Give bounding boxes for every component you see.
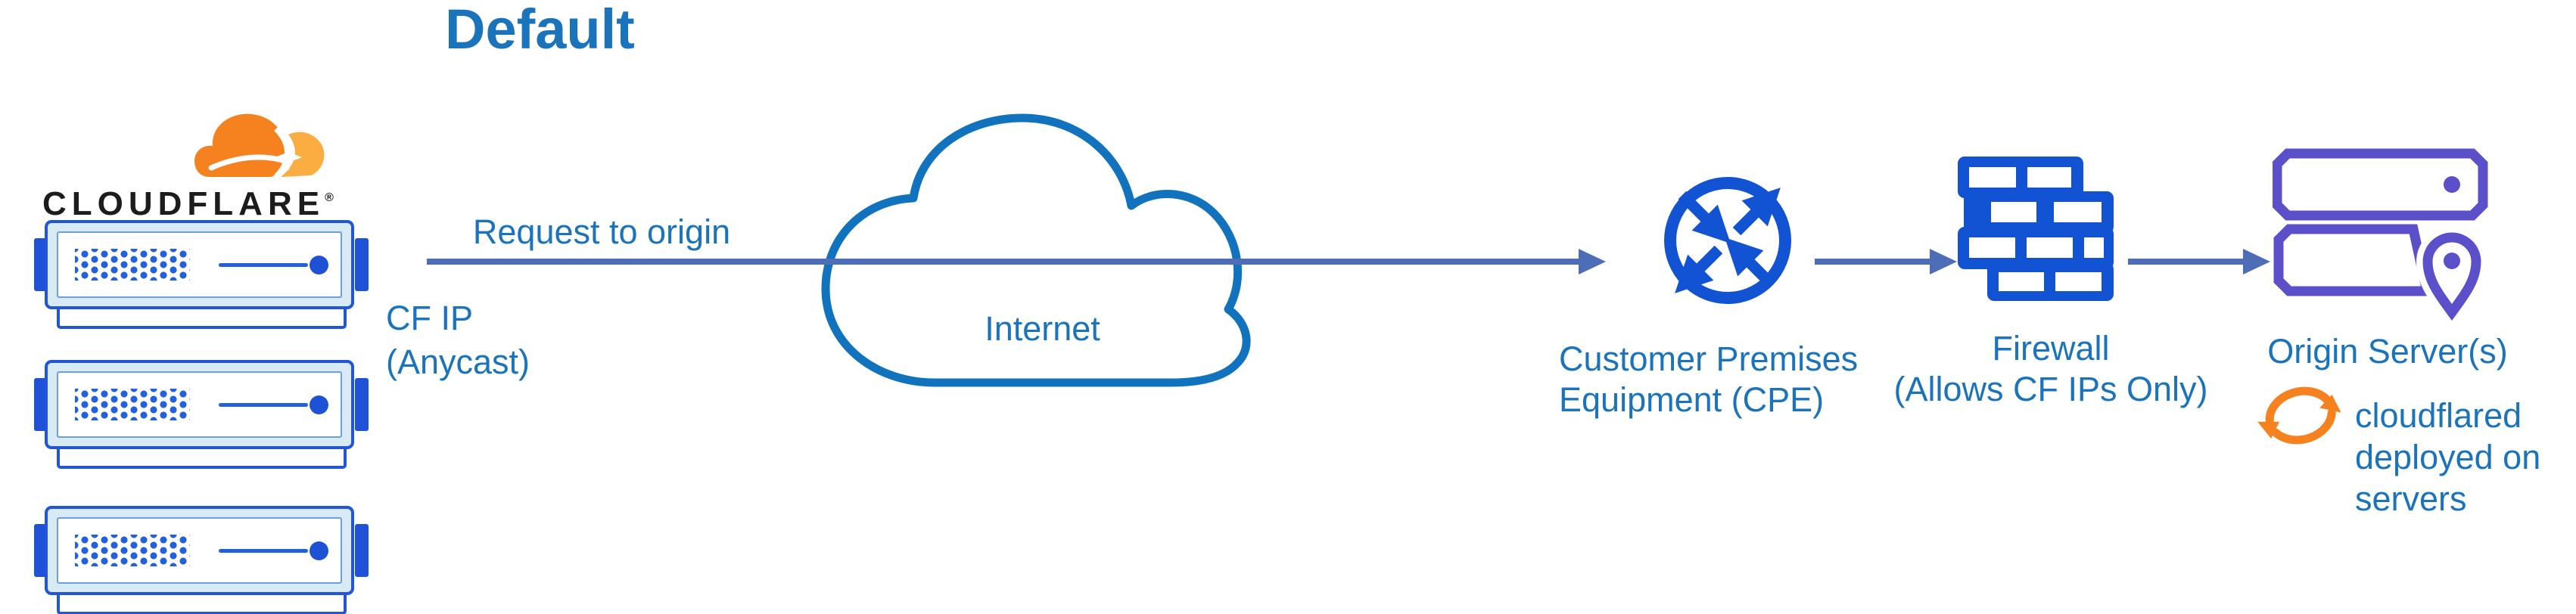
- rack-server-icon: [34, 506, 369, 614]
- server-led: [310, 255, 328, 274]
- cloudflare-cloud-logo-icon: [191, 109, 335, 181]
- internet-label: Internet: [985, 309, 1100, 348]
- server-led: [310, 541, 328, 560]
- server-vents: [75, 389, 190, 420]
- flow-line-cpe-firewall: [1815, 259, 1930, 265]
- cloudflared-note-line2: deployed on: [2355, 438, 2541, 476]
- request-to-origin-label: Request to origin: [472, 212, 731, 251]
- page-title: Default: [445, 0, 635, 60]
- server-panel: [57, 371, 342, 438]
- server-side-tab: [34, 378, 47, 431]
- cloudflared-note-line3: servers: [2355, 479, 2467, 518]
- server-slot: [219, 262, 308, 267]
- origin-servers-label: Origin Server(s): [2267, 332, 2508, 371]
- server-vents: [75, 249, 190, 281]
- server-side-tab: [355, 238, 369, 291]
- rack-server-icon: [34, 360, 369, 473]
- server-vents: [75, 535, 190, 566]
- server-slot: [219, 548, 308, 553]
- flow-arrowhead: [1930, 249, 1957, 274]
- router-crossed-arrows-icon: [1654, 166, 1802, 315]
- cloudflared-note: cloudflared deployed on servers: [2355, 395, 2540, 519]
- cloud-outline-icon: [821, 113, 1264, 387]
- server-stack-location-pin-icon: [2273, 147, 2494, 333]
- registered-mark: ®: [325, 191, 334, 204]
- server-slot: [219, 402, 308, 407]
- server-led: [310, 395, 328, 414]
- cf-ip-line2: (Anycast): [386, 343, 530, 381]
- server-side-tab: [355, 378, 369, 431]
- firewall-label-line2: (Allows CF IPs Only): [1893, 370, 2208, 408]
- server-panel: [57, 231, 342, 298]
- server-panel: [57, 517, 342, 584]
- flow-line-firewall-origin: [2128, 259, 2243, 265]
- server-side-tab: [34, 524, 47, 577]
- cf-ip-anycast-label: CF IP (Anycast): [386, 296, 530, 384]
- server-body: [45, 506, 354, 595]
- server-side-tab: [34, 238, 47, 291]
- cpe-label: Customer Premises Equipment (CPE): [1559, 339, 1858, 420]
- server-body: [45, 360, 354, 449]
- brick-wall-icon: [1958, 157, 2114, 301]
- cloudflared-note-line1: cloudflared: [2355, 396, 2522, 435]
- cloudflare-wordmark: CLOUDFLARE®: [42, 180, 334, 222]
- flow-arrowhead: [2243, 249, 2270, 274]
- firewall-label: Firewall (Allows CF IPs Only): [1877, 328, 2225, 410]
- rack-server-icon: [34, 220, 369, 333]
- flow-arrowhead: [1579, 249, 1606, 274]
- cf-ip-line1: CF IP: [386, 299, 474, 337]
- server-side-tab: [355, 524, 369, 577]
- cloudflare-wordmark-text: CLOUDFLARE: [42, 185, 325, 222]
- server-body: [45, 220, 354, 309]
- firewall-label-line1: Firewall: [1992, 329, 2110, 367]
- cpe-label-line2: Equipment (CPE): [1559, 380, 1825, 419]
- cpe-label-line1: Customer Premises: [1559, 340, 1859, 378]
- flow-line-main: [427, 259, 1579, 265]
- sync-refresh-arrows-icon: [2257, 383, 2347, 451]
